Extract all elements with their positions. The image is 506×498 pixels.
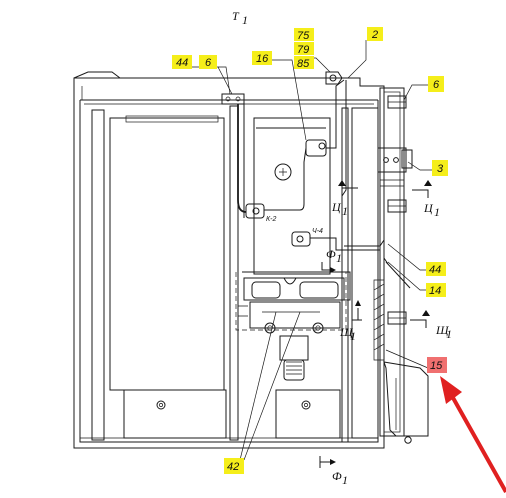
section-marker-u-left: Ц 1 — [331, 180, 358, 218]
svg-text:1: 1 — [336, 251, 342, 265]
svg-text:79: 79 — [297, 44, 309, 56]
svg-text:42: 42 — [227, 461, 239, 473]
svg-text:1: 1 — [446, 327, 452, 341]
view-title-top: Т 1 — [232, 9, 248, 27]
cabinet-body — [73, 71, 385, 449]
connector-ch4 — [291, 231, 311, 247]
red-pointer-arrow — [440, 376, 506, 493]
svg-text:1: 1 — [242, 13, 248, 27]
svg-text:1: 1 — [342, 473, 348, 487]
svg-text:Ц: Ц — [423, 201, 434, 215]
section-marker-sh-mid: Щ 1 — [339, 300, 362, 343]
wire-label-ch4: Ч-4 — [312, 228, 323, 235]
svg-text:1: 1 — [350, 329, 356, 343]
svg-text:14: 14 — [429, 285, 441, 297]
bracket-top — [221, 93, 245, 105]
callout-14: 14 — [426, 283, 446, 297]
connector-16 — [305, 139, 327, 157]
section-marker-sh-right: Щ 1 — [410, 310, 452, 341]
svg-text:2: 2 — [371, 29, 378, 41]
clamp-75-79-85 — [325, 71, 343, 85]
callout-75: 75 — [294, 28, 314, 42]
section-marker-bottom: Ф 1 — [319, 456, 348, 487]
svg-text:6: 6 — [433, 79, 440, 91]
round-terminal — [274, 163, 292, 181]
callout-15-highlighted: 15 — [427, 357, 447, 373]
svg-text:Ц: Ц — [331, 200, 342, 214]
svg-text:Ф: Ф — [332, 469, 342, 483]
callout-2: 2 — [367, 27, 383, 41]
svg-text:Щ: Щ — [339, 325, 354, 339]
svg-text:Ф: Ф — [326, 247, 336, 261]
svg-text:Щ: Щ — [435, 323, 450, 337]
svg-text:75: 75 — [297, 30, 310, 42]
callout-44-right: 44 — [426, 262, 446, 276]
svg-text:44: 44 — [176, 57, 188, 69]
wire-label-k2: К-2 — [266, 216, 276, 223]
connector-k2 — [245, 203, 265, 219]
svg-text:44: 44 — [429, 264, 441, 276]
door-hinge-assembly — [373, 87, 429, 444]
callout-79: 79 — [294, 42, 314, 56]
svg-text:6: 6 — [205, 57, 212, 69]
callout-44-top: 44 — [172, 55, 192, 69]
svg-text:1: 1 — [434, 205, 440, 219]
terminal-block-assembly — [235, 272, 347, 381]
section-marker-f-mid: Ф 1 — [321, 247, 342, 273]
svg-text:15: 15 — [430, 360, 443, 372]
callout-6-right: 6 — [428, 76, 444, 92]
callout-6-top: 6 — [199, 55, 217, 69]
svg-text:Т: Т — [232, 9, 240, 23]
svg-text:3: 3 — [437, 163, 444, 175]
svg-text:16: 16 — [256, 53, 269, 65]
callout-3: 3 — [432, 160, 448, 176]
wiring-harness — [237, 79, 411, 301]
callout-16: 16 — [252, 51, 272, 65]
svg-text:1: 1 — [342, 204, 348, 218]
svg-text:85: 85 — [297, 58, 310, 70]
section-marker-u-right: Ц 1 — [412, 180, 440, 219]
callout-42: 42 — [224, 458, 244, 474]
callout-85: 85 — [294, 56, 314, 70]
